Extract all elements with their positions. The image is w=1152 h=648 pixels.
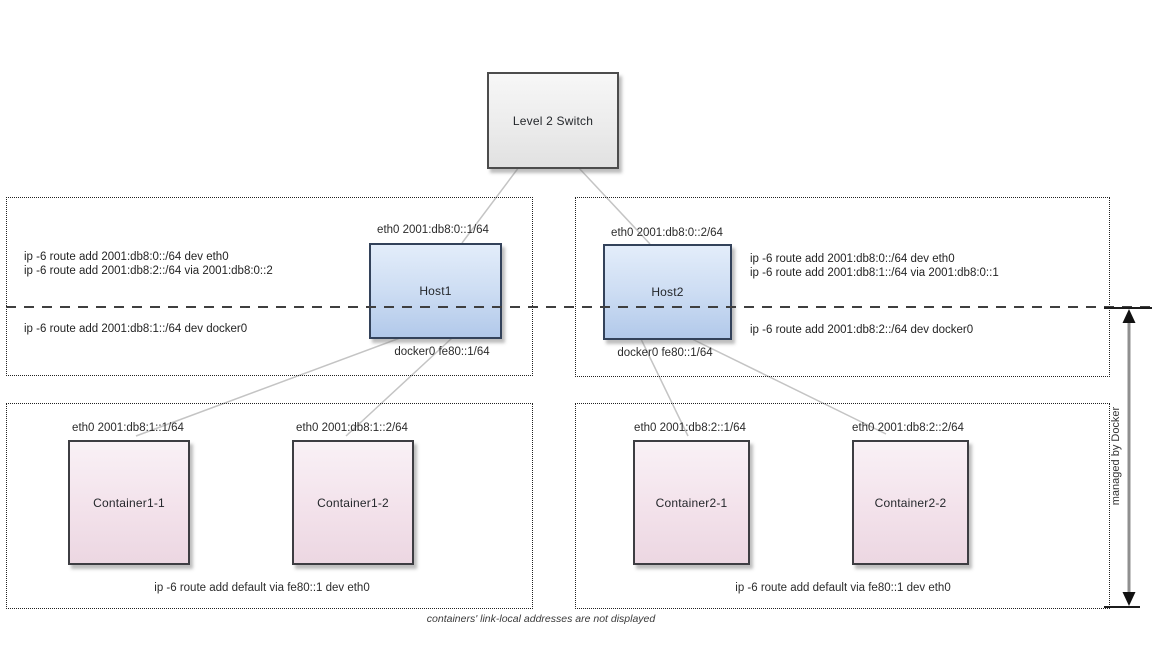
host2-eth-routes: ip -6 route add 2001:db8:0::/64 dev eth0… [750, 252, 999, 280]
containers2-region [575, 403, 1110, 609]
container1-1-eth0-label: eth0 2001:db8:1::1/64 [72, 422, 184, 434]
host2-node: Host2 [603, 244, 732, 340]
host2-route-line1: ip -6 route add 2001:db8:0::/64 dev eth0 [750, 253, 955, 265]
arrow-head-up-icon [1122, 309, 1136, 323]
container1-1-label: Container1-1 [93, 495, 165, 510]
host2-docker0-label: docker0 fe80::1/64 [617, 347, 713, 359]
host2-eth0-label: eth0 2001:db8:0::2/64 [611, 227, 723, 239]
host1-region [6, 197, 533, 376]
level2-switch-label: Level 2 Switch [512, 113, 594, 128]
host2-label: Host2 [651, 285, 684, 299]
host2-region [575, 197, 1110, 377]
host1-eth0-label: eth0 2001:db8:0::1/64 [377, 224, 489, 236]
arrow-head-down-icon [1122, 592, 1136, 606]
host1-docker0-label: docker0 fe80::1/64 [394, 346, 490, 358]
diagram-caption: containers' link-local addresses are not… [426, 613, 656, 625]
level2-switch-node: Level 2 Switch [487, 72, 619, 169]
managed-by-docker-label: managed by Docker [1110, 406, 1122, 506]
container1-2-eth0-label: eth0 2001:db8:1::2/64 [296, 422, 408, 434]
container2-1-label: Container2-1 [655, 495, 728, 510]
container1-2-node: Container1-2 [292, 440, 414, 565]
container2-2-eth0-label: eth0 2001:db8:2::2/64 [852, 422, 964, 434]
containers1-region [6, 403, 533, 609]
host1-node: Host1 [369, 243, 502, 339]
host1-label: Host1 [419, 284, 452, 298]
container2-2-node: Container2-2 [852, 440, 969, 565]
host1-route-line2: ip -6 route add 2001:db8:2::/64 via 2001… [24, 265, 273, 277]
host1-docker-route: ip -6 route add 2001:db8:1::/64 dev dock… [24, 323, 248, 335]
containers1-default-route: ip -6 route add default via fe80::1 dev … [154, 582, 370, 594]
container2-2-label: Container2-2 [874, 495, 947, 510]
container2-1-node: Container2-1 [633, 440, 750, 565]
host1-eth-routes: ip -6 route add 2001:db8:0::/64 dev eth0… [24, 250, 273, 278]
host1-route-line1: ip -6 route add 2001:db8:0::/64 dev eth0 [24, 251, 229, 263]
container1-1-node: Container1-1 [68, 440, 190, 565]
container2-1-eth0-label: eth0 2001:db8:2::1/64 [634, 422, 746, 434]
container1-2-label: Container1-2 [317, 495, 389, 510]
host2-route-line2: ip -6 route add 2001:db8:1::/64 via 2001… [750, 267, 999, 279]
host2-docker-route: ip -6 route add 2001:db8:2::/64 dev dock… [750, 324, 974, 336]
containers2-default-route: ip -6 route add default via fe80::1 dev … [735, 582, 951, 594]
